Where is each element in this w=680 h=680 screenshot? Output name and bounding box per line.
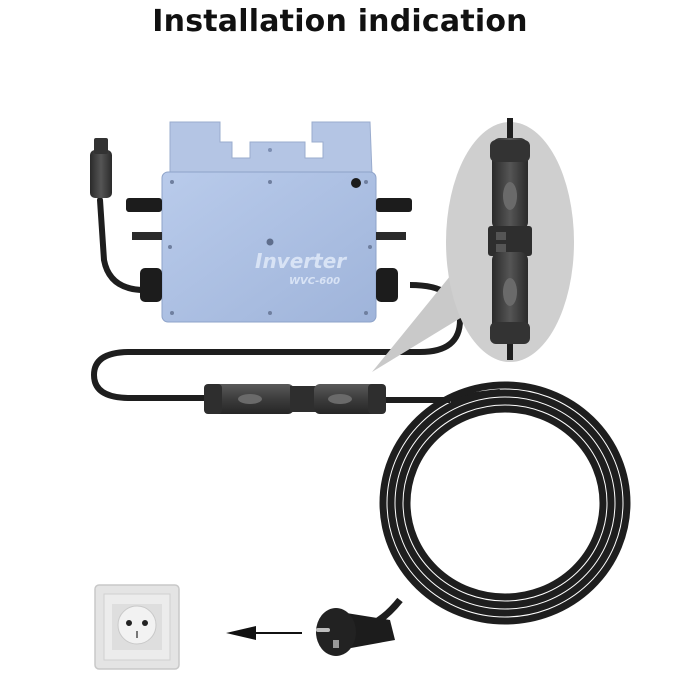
- inverter-label: Inverter: [255, 249, 347, 273]
- arrow-left-icon: [226, 626, 302, 640]
- inverter-model: WVC-600: [289, 276, 340, 287]
- inline-ac-connector: [204, 384, 386, 414]
- schuko-plug: [316, 608, 395, 656]
- dc-input-cable: [90, 138, 153, 294]
- coiled-ac-cable: [359, 381, 631, 632]
- page-title: Installation indication: [152, 4, 528, 39]
- connector-zoom-callout: [446, 118, 574, 362]
- inverter: Inverter WVC-600: [126, 121, 412, 323]
- wall-socket: [94, 584, 180, 670]
